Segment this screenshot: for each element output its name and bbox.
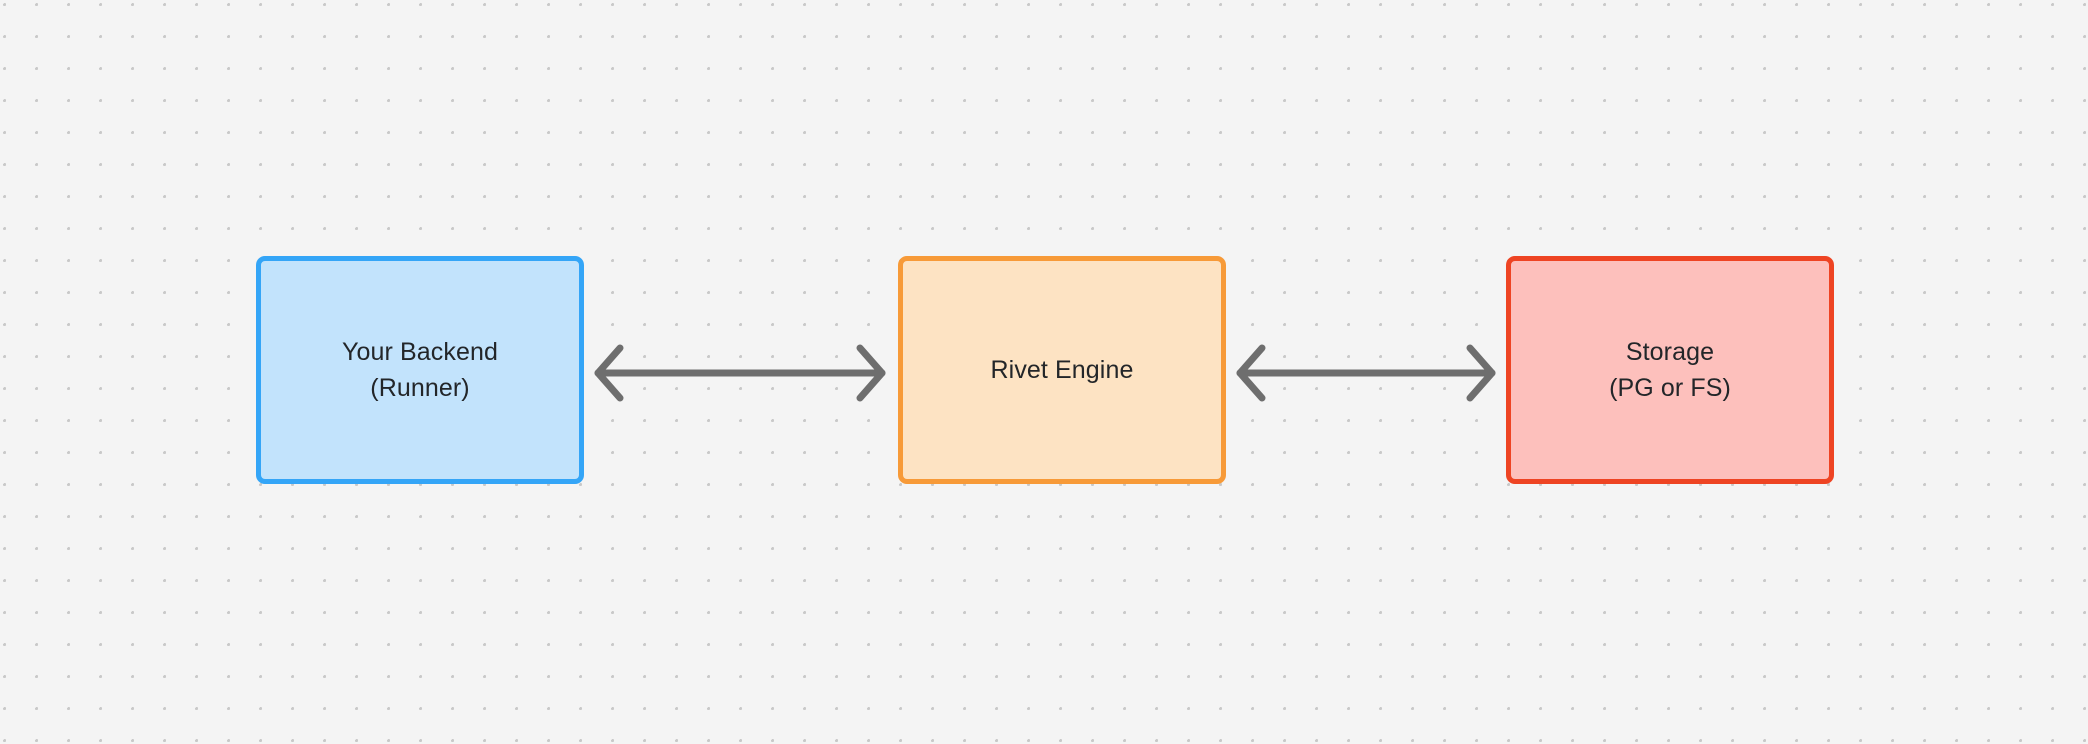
node-backend[interactable]: Your Backend (Runner) [256, 256, 584, 484]
node-storage-label: Storage (PG or FS) [1609, 338, 1731, 402]
node-engine-label: Rivet Engine [990, 356, 1134, 384]
edge-engine-storage[interactable] [1236, 343, 1496, 403]
edge-backend-engine[interactable] [594, 343, 886, 403]
node-backend-label: Your Backend (Runner) [342, 338, 498, 402]
node-engine[interactable]: Rivet Engine [898, 256, 1226, 484]
node-storage[interactable]: Storage (PG or FS) [1506, 256, 1834, 484]
